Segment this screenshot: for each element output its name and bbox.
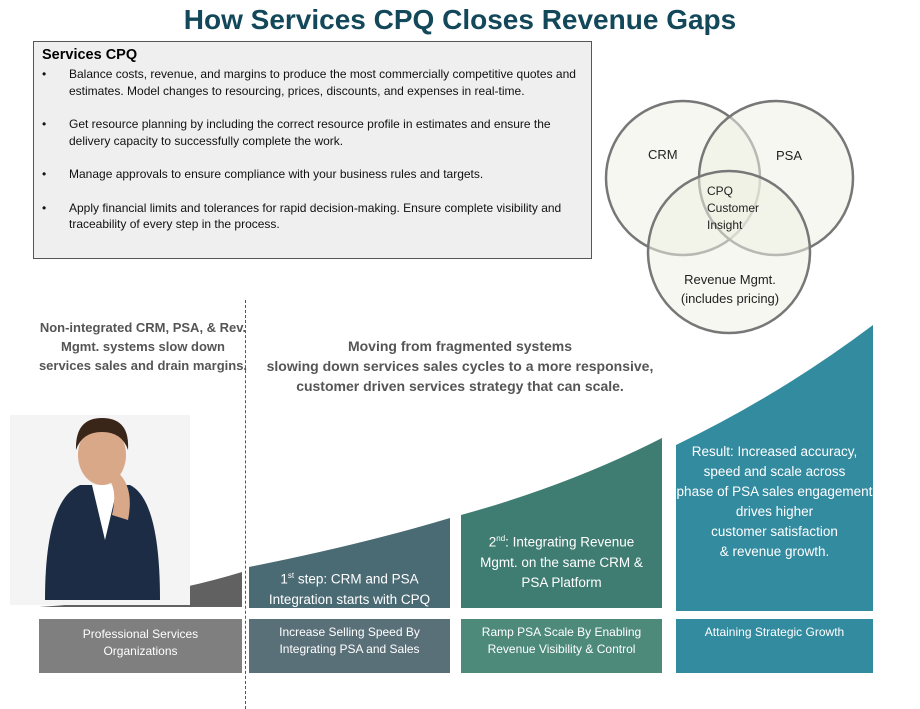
person-image xyxy=(10,415,190,605)
result-line: customer satisfaction xyxy=(711,524,838,539)
venn-label-revenue: Revenue Mgmt. (includes pricing) xyxy=(660,270,800,308)
step-line: Integration starts with CPQ xyxy=(268,591,431,607)
step1-text: 1st step: CRM and PSA Integration starts… xyxy=(249,566,450,610)
bottom-label-line: Revenue Visibility & Control xyxy=(487,642,636,656)
venn-center-line: Customer xyxy=(707,201,760,215)
page-title: How Services CPQ Closes Revenue Gaps xyxy=(183,4,737,35)
middle-heading-line: customer driven services strategy that c… xyxy=(296,378,624,394)
step-line: PSA Platform xyxy=(521,574,602,590)
step-line: step: CRM and PSA xyxy=(294,571,419,587)
step-number: 1 xyxy=(280,571,288,587)
venn-circle-revenue xyxy=(646,169,812,335)
step-line: Mgmt. on the same CRM & xyxy=(480,554,643,570)
middle-heading-line: slowing down services sales cycles to a … xyxy=(266,358,654,374)
bullet-item: Apply financial limits and tolerances fo… xyxy=(42,200,583,233)
stage-shape-current xyxy=(39,572,242,607)
bottom-label-strategic-growth: Attaining Strategic Growth xyxy=(676,619,873,673)
bottom-label-line: Integrating PSA and Sales xyxy=(279,642,420,656)
services-cpq-heading: Services CPQ xyxy=(42,47,138,63)
bottom-label-line: Professional Services xyxy=(82,627,199,641)
bottom-label-psa-scale: Ramp PSA Scale By Enabling Revenue Visib… xyxy=(461,619,662,673)
venn-label-center: CPQ Customer Insight xyxy=(707,183,759,234)
stage-shape-step2 xyxy=(461,438,662,608)
bottom-label-organizations: Professional Services Organizations xyxy=(39,619,242,673)
bullet-item: Manage approvals to ensure compliance wi… xyxy=(42,166,583,183)
venn-label-psa: PSA xyxy=(776,148,803,163)
result-line: speed and scale across xyxy=(703,464,846,479)
result-line: & revenue growth. xyxy=(719,544,830,559)
bottom-label-line: Organizations xyxy=(103,644,178,658)
bottom-label-line: Ramp PSA Scale By Enabling xyxy=(481,625,642,639)
middle-heading: Moving from fragmented systems slowing d… xyxy=(250,336,670,396)
step-number: 2 xyxy=(488,534,497,550)
step-sup: st xyxy=(287,571,295,580)
result-line: drives higher xyxy=(735,504,814,519)
venn-diagram xyxy=(604,99,855,335)
result-line: phase of PSA sales engagement xyxy=(676,484,873,499)
venn-center-line: Insight xyxy=(707,218,743,232)
bottom-label-selling-speed: Increase Selling Speed By Integrating PS… xyxy=(249,619,450,673)
result-line: Result: Increased accuracy, xyxy=(691,444,858,459)
venn-label-crm: CRM xyxy=(648,147,678,162)
venn-revenue-line: Revenue Mgmt. xyxy=(684,272,776,287)
bottom-label-line: Attaining Strategic Growth xyxy=(704,625,845,639)
left-heading: Non-integrated CRM, PSA, & Rev. Mgmt. sy… xyxy=(38,320,248,373)
result-text: Result: Increased accuracy, speed and sc… xyxy=(676,442,873,562)
step2-text: 2nd: Integrating Revenue Mgmt. on the sa… xyxy=(461,529,662,593)
stage-shape-result xyxy=(676,325,873,611)
venn-center-line: CPQ xyxy=(707,184,734,198)
step-sup: nd xyxy=(496,534,506,543)
bullet-item: Get resource planning by including the c… xyxy=(42,116,583,149)
divider-line xyxy=(245,300,246,709)
bullet-item: Balance costs, revenue, and margins to p… xyxy=(42,66,583,99)
venn-revenue-line: (includes pricing) xyxy=(680,291,780,306)
middle-heading-line: Moving from fragmented systems xyxy=(347,338,573,354)
bottom-label-line: Increase Selling Speed By xyxy=(279,625,420,639)
step-line: : Integrating Revenue xyxy=(505,534,635,550)
services-cpq-box: Services CPQ Balance costs, revenue, and… xyxy=(33,41,592,259)
stage-shape-step1 xyxy=(249,518,450,608)
